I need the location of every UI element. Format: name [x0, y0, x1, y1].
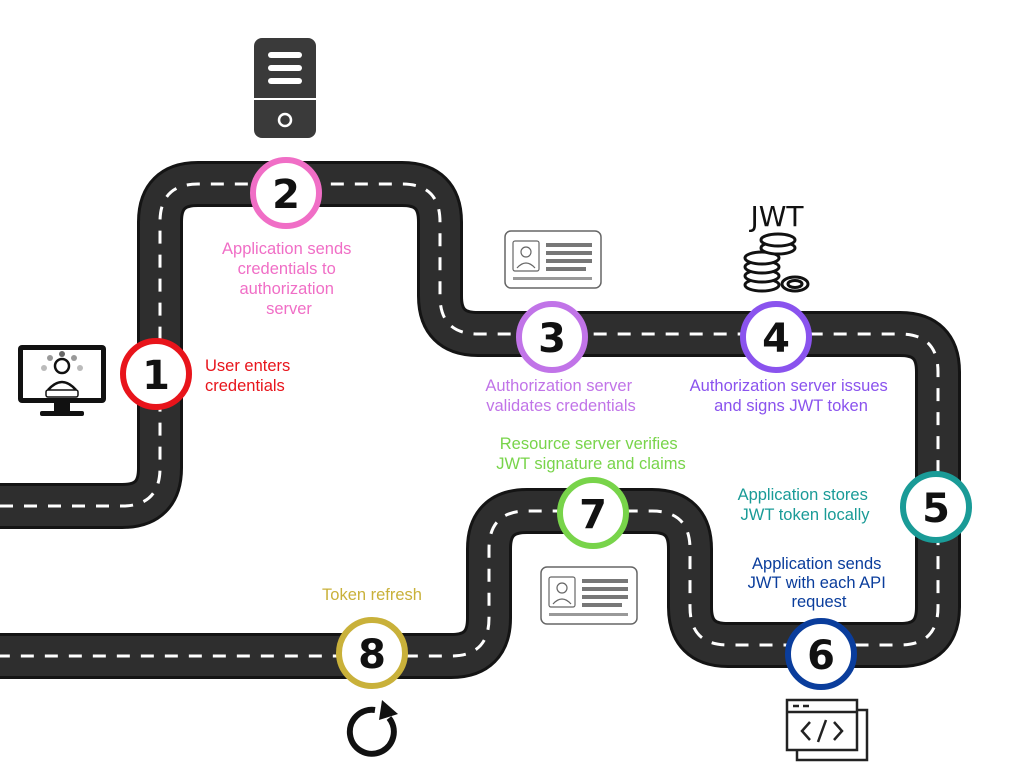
computer-user-icon — [18, 345, 106, 416]
svg-text:5: 5 — [922, 486, 950, 532]
step-6-label: Application sends JWT with each API requ… — [748, 555, 891, 611]
step-marker-8: 8 — [336, 617, 408, 689]
id-card-icon — [504, 230, 602, 289]
step-8-label: Token refresh — [322, 586, 422, 604]
svg-text:7: 7 — [579, 492, 607, 538]
svg-text:8: 8 — [358, 632, 386, 678]
step-7-label: Resource server verifies JWT signature a… — [496, 435, 686, 473]
svg-text:4: 4 — [762, 316, 790, 362]
step-4-label: Authorization server issues and signs JW… — [690, 377, 893, 415]
step-marker-7: 7 — [557, 477, 629, 549]
server-tower-icon — [254, 38, 316, 138]
svg-text:1: 1 — [142, 353, 170, 399]
svg-text:6: 6 — [807, 633, 835, 679]
id-card-icon — [540, 566, 638, 625]
step-1-label: User enters credentials — [205, 357, 295, 395]
step-marker-4: 4 — [740, 301, 812, 373]
step-marker-2: 2 — [250, 157, 322, 229]
code-window-icon — [785, 698, 869, 762]
step-marker-1: 1 — [120, 338, 192, 410]
step-marker-5: 5 — [900, 471, 972, 543]
step-3-label: Authorization server validates credentia… — [485, 377, 636, 415]
svg-text:3: 3 — [538, 316, 566, 362]
svg-text:2: 2 — [272, 172, 300, 218]
jwt-label: JWT — [748, 200, 804, 233]
coin-stack-icon — [743, 232, 810, 293]
step-marker-6: 6 — [785, 618, 857, 690]
step-5-label: Application stores JWT token locally — [738, 486, 873, 524]
step-2-label: Application sends credentials to authori… — [222, 240, 356, 318]
refresh-icon — [346, 700, 398, 757]
step-marker-3: 3 — [516, 301, 588, 373]
